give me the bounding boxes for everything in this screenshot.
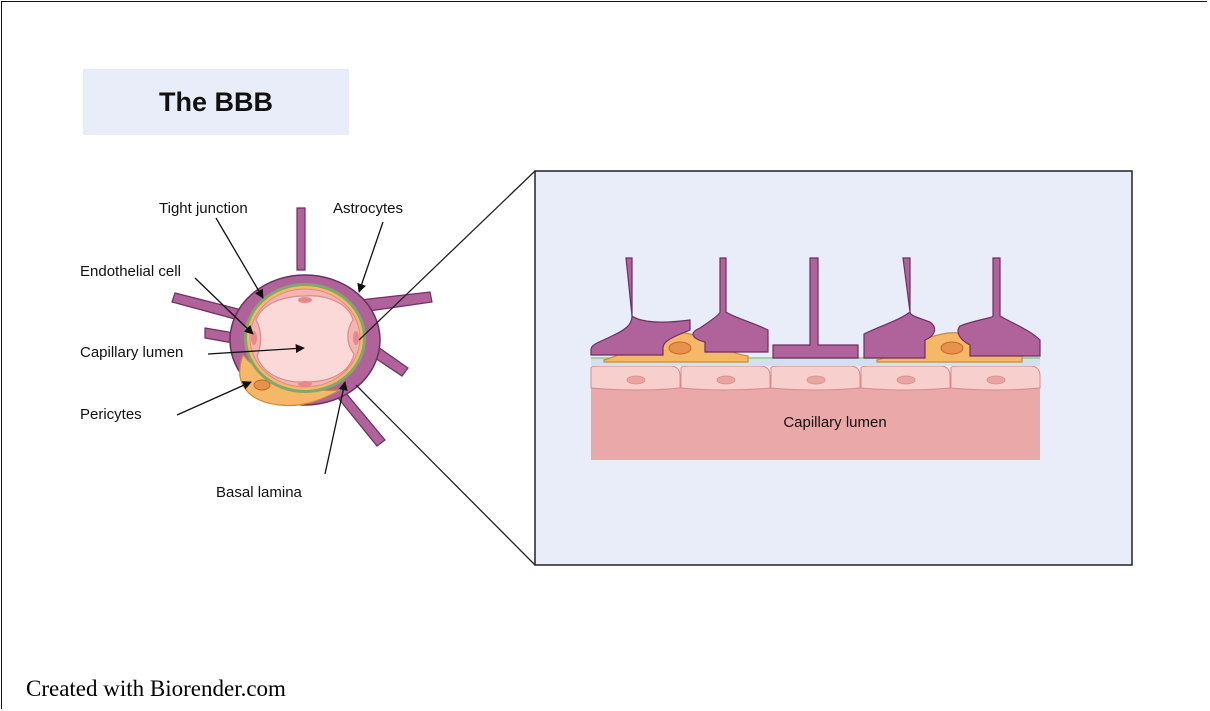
label-endothelial-cell: Endothelial cell [80, 263, 181, 280]
zoom-lines [356, 171, 535, 565]
inset-panel: Capillary lumen [535, 171, 1132, 565]
pericyte-nucleus [254, 380, 270, 390]
label-tight-junction: Tight junction [159, 200, 248, 217]
capillary-cross-section [172, 208, 432, 446]
credit-text: Created with Biorender.com [26, 676, 286, 702]
label-basal-lamina: Basal lamina [216, 484, 303, 501]
arrow-astrocytes [359, 222, 383, 292]
capillary-lumen-area [256, 296, 354, 382]
arrow-tight-junction [216, 218, 263, 298]
label-astrocytes: Astrocytes [333, 200, 403, 217]
label-pericytes: Pericytes [80, 406, 142, 423]
label-capillary-lumen: Capillary lumen [80, 344, 183, 361]
inset-label-capillary-lumen: Capillary lumen [783, 414, 886, 431]
arrow-pericytes [177, 382, 251, 415]
